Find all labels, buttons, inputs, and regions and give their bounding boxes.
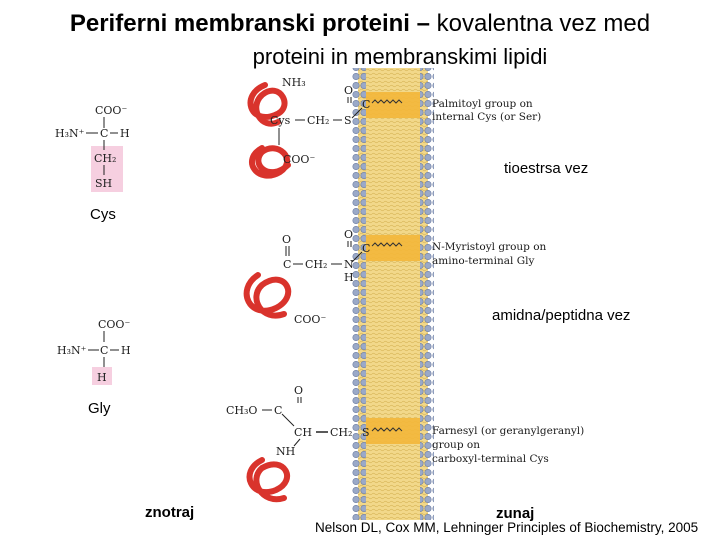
mid-c-left: C	[283, 258, 291, 271]
gly-h3n: H₃N⁺	[57, 344, 87, 357]
myristoyl-band	[366, 235, 420, 261]
bot-o: O	[294, 384, 303, 397]
myristoyl-note-2: amino-terminal Gly	[432, 255, 534, 267]
outside-label: zunaj	[496, 505, 535, 522]
title-line2: proteini in membranskimi lipidi	[252, 44, 548, 69]
cys-sidechain-highlight	[91, 146, 123, 192]
cys-c: C	[100, 127, 108, 140]
farnesyl-note-3: carboxyl-terminal Cys	[432, 453, 549, 465]
cys-structure: COO⁻ H₃N⁺ C H CH₂ SH	[55, 104, 130, 192]
top-ch2: CH₂	[307, 114, 329, 127]
protein-ribbon-top-1	[247, 82, 288, 127]
page-subtitle: proteini in membranskimi lipidi	[0, 44, 720, 70]
farnesyl-attachment: O CH₃O C CH CH₂ S NH Farnesyl (or gerany…	[226, 384, 584, 465]
myristoyl-note-1: N-Myristoyl group on	[432, 241, 547, 253]
bot-ch3o: CH₃O	[226, 404, 257, 417]
mid-n: N	[344, 258, 354, 271]
farnesyl-chain	[371, 427, 403, 432]
mid-h: H	[344, 271, 354, 284]
mid-coo: COO⁻	[294, 313, 326, 326]
cys-h3n: H₃N⁺	[55, 127, 85, 140]
bot-c: C	[274, 404, 282, 417]
top-c: C	[362, 98, 370, 111]
bot-ch: CH	[294, 426, 312, 439]
palmitoyl-note-2: internal Cys (or Ser)	[432, 111, 541, 123]
farnesyl-note-2: group on	[432, 439, 480, 451]
mid-o-left: O	[282, 233, 291, 246]
gly-label: Gly	[88, 400, 111, 417]
gly-h-side: H	[97, 371, 107, 384]
cys-h: H	[120, 127, 130, 140]
cys-ch2: CH₂	[94, 152, 116, 165]
page-title: Periferni membranski proteini – kovalent…	[0, 10, 720, 38]
title-rest: kovalentna vez med	[436, 10, 651, 37]
inside-label: znotraj	[145, 504, 195, 521]
top-cys: Cys	[270, 114, 291, 127]
myristoyl-attachment: O C CH₂ N H O C COO⁻ N-Myristoyl group o…	[282, 228, 547, 326]
bot-nh: NH	[276, 445, 295, 458]
palmitoyl-chain	[371, 99, 403, 104]
protein-ribbon-bottom	[246, 457, 291, 503]
source-credit: Nelson DL, Cox MM, Lehninger Principles …	[315, 520, 699, 535]
gly-structure: COO⁻ H₃N⁺ C H H	[57, 318, 131, 385]
gly-coo: COO⁻	[98, 318, 130, 331]
title-main: Periferni membranski proteini –	[69, 10, 437, 37]
mid-c-right: C	[362, 242, 370, 255]
top-o: O	[344, 84, 353, 97]
thioester-bond-label: tioestrsa vez	[502, 160, 591, 177]
gly-h-right: H	[121, 344, 131, 357]
bot-s: S	[362, 426, 370, 439]
farnesyl-band	[366, 418, 420, 444]
cys-label: Cys	[90, 206, 116, 223]
myristoyl-chain	[371, 242, 403, 247]
mid-o-right: O	[344, 228, 353, 241]
lipid-bilayer	[352, 68, 434, 520]
palmitoyl-attachment: NH₃ O C Cys CH₂ S COO⁻ Palmitoyl group o…	[270, 76, 541, 166]
top-nh3: NH₃	[282, 76, 306, 89]
cys-sh: SH	[95, 177, 112, 190]
farnesyl-note-1: Farnesyl (or geranylgeranyl)	[432, 425, 584, 437]
top-s: S	[344, 114, 352, 127]
gly-c: C	[100, 344, 108, 357]
protein-ribbon-top-2	[249, 145, 291, 179]
protein-ribbon-middle	[243, 272, 292, 319]
palmitoyl-note-1: Palmitoyl group on	[432, 98, 533, 110]
top-coo: COO⁻	[283, 153, 315, 166]
bot-ch2: CH₂	[330, 426, 352, 439]
gly-sidechain-highlight	[92, 367, 112, 385]
amide-bond-label: amidna/peptidna vez	[490, 307, 633, 324]
mid-ch2: CH₂	[305, 258, 327, 271]
palmitoyl-band	[366, 92, 420, 118]
cys-coo: COO⁻	[95, 104, 127, 117]
